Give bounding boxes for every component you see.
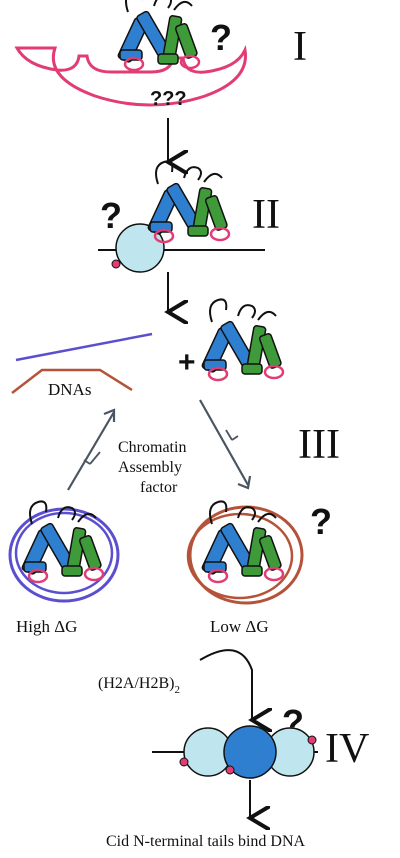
tail-dot-left [179,757,189,767]
chaperone-outline [14,44,247,107]
h2a-h2b-label: (H2A/H2B) [98,675,174,692]
dna-bent-brown [11,368,133,394]
arrow-down-right [199,399,249,486]
stage-numeral-i: I [293,24,307,70]
stage-iii: DNAs + Chromatin Assembly factor III Hig… [8,298,340,636]
centromeric-nucleosome-iv [223,725,277,779]
question-mark-iii: ? [310,501,332,542]
dna-linear-purple [15,332,153,362]
assembly-label-line1: Chromatin [118,439,186,456]
svg-text:(H2A/H2B)2: (H2A/H2B)2 [98,675,180,696]
unknown-chaperone-label: ??? [150,88,187,110]
stage-numeral-iii: III [298,422,340,468]
plus-sign: + [178,346,196,379]
h2a-h2b-subscript: 2 [174,684,180,696]
tail-dot-ii [111,259,121,269]
stage-iv: (H2A/H2B)2 ? IV [98,675,369,779]
low-energy-complex [186,500,304,605]
arrow-iii-iv [199,649,252,720]
tail-dot-center [225,765,235,775]
tail-dot-right [307,735,317,745]
stage-i: ??? ? I [14,0,307,110]
high-energy-label: High ΔG [16,617,77,636]
dna-label: DNAs [48,380,91,399]
assembly-label-line2: Assembly [118,459,182,476]
cid-h4-dimer-iii [200,298,285,382]
stage-numeral-ii: II [252,192,280,238]
low-energy-label: Low ΔG [210,617,269,636]
high-energy-complex [8,500,120,603]
question-mark-ii: ? [100,195,122,236]
nucleosome-ii [115,223,165,273]
cid-h4-dimer-i [116,0,201,72]
arrow-up-left [67,411,115,491]
question-mark-i: ? [210,17,232,58]
stage-numeral-iv: IV [325,726,369,772]
cid-h4-dimer-ii [146,160,231,244]
stage-ii: ? II [98,160,280,273]
result-label: Cid N-terminal tails bind DNA [106,833,306,850]
assembly-label-line3: factor [140,479,178,496]
